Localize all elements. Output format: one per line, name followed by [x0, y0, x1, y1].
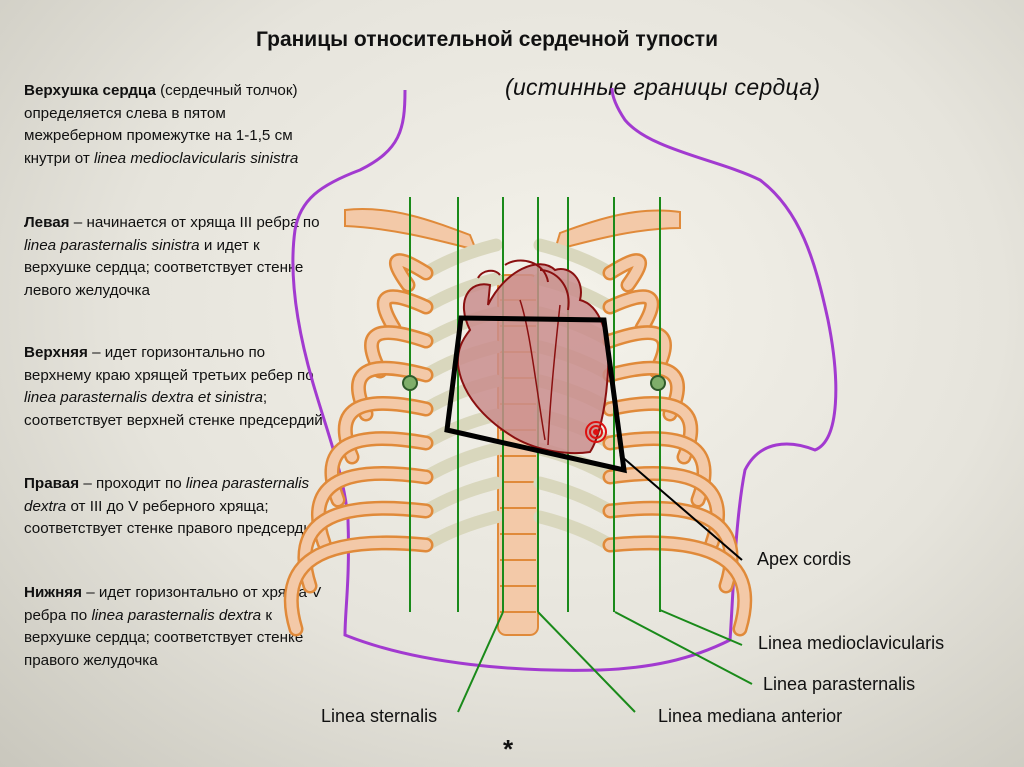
leader-parasternalis	[614, 611, 753, 685]
desc-right-border: Правая – проходит по linea parasternalis…	[24, 475, 321, 537]
label-linea-parasternalis: Linea parasternalis	[763, 674, 916, 694]
nipple-marker-icon	[650, 375, 666, 391]
cardiac-dullness-border	[444, 315, 627, 474]
label-linea-sternalis: Linea sternalis	[321, 706, 438, 726]
heart	[456, 259, 610, 455]
rib-bone	[366, 327, 431, 376]
desc-apex: Верхушка сердца (сердечный толчок) опред…	[24, 82, 299, 167]
rib-cartilage	[419, 476, 503, 518]
rib-bone	[379, 291, 431, 333]
aorta	[477, 259, 570, 311]
desc-lower-border: Нижняя – идет горизонтально от хряща V р…	[24, 584, 322, 669]
rib-bone	[605, 537, 750, 634]
label-linea-medioclavicularis: Linea medioclavicularis	[758, 633, 945, 653]
page-title: Границы относительной сердечной тупости	[256, 28, 718, 51]
rib-bone	[605, 291, 657, 333]
label-linea-mediana-anterior: Linea mediana anterior	[658, 706, 843, 726]
rib-cartilage	[419, 442, 503, 484]
leader-apex	[619, 454, 743, 561]
leader-sternalis	[457, 611, 504, 713]
asterisk-mark: *	[503, 734, 514, 764]
leader-medioclavicularis	[659, 609, 743, 646]
label-apex-cordis: Apex cordis	[757, 549, 852, 569]
rib-bone	[286, 537, 431, 634]
page-subtitle: (истинные границы сердца)	[505, 74, 821, 100]
rib-cartilage	[419, 238, 503, 280]
rib-bone	[605, 255, 645, 290]
apex-target-icon	[585, 421, 607, 443]
desc-left-border: Левая – начинается от хряща III ребра по…	[24, 214, 320, 299]
body-outline	[291, 87, 838, 672]
leader-mediana	[537, 611, 636, 713]
rib-bone	[391, 255, 431, 290]
nipple-marker-icon	[402, 375, 418, 391]
desc-upper-border: Верхняя – идет горизонтально по верхнему…	[24, 344, 323, 429]
rib-cartilage	[419, 510, 503, 552]
rib-cartilage	[533, 510, 617, 552]
rib-cartilage	[533, 476, 617, 518]
clavicle-left	[553, 209, 681, 252]
